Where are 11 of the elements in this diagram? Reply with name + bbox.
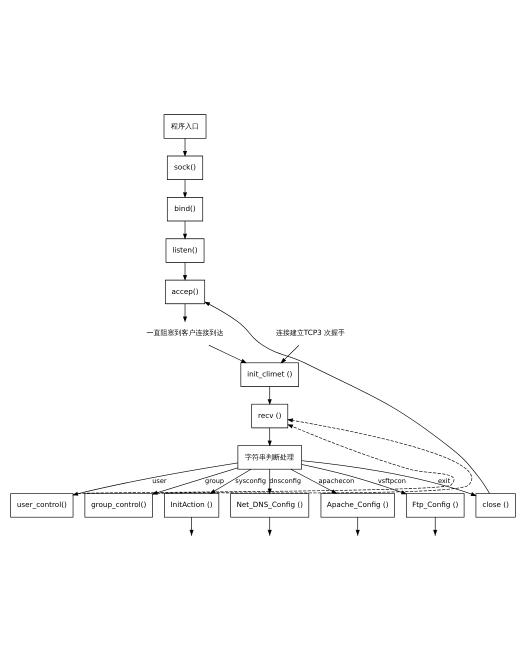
arrow bbox=[182, 304, 188, 322]
arrow bbox=[182, 220, 188, 240]
arrow bbox=[268, 469, 272, 494]
arrow bbox=[268, 428, 272, 446]
arrow bbox=[182, 138, 188, 157]
arrow bbox=[301, 460, 477, 496]
arrow bbox=[182, 262, 188, 281]
arrow bbox=[280, 345, 300, 364]
arrow bbox=[268, 386, 272, 406]
arrow bbox=[182, 180, 188, 198]
arrow bbox=[208, 344, 247, 364]
